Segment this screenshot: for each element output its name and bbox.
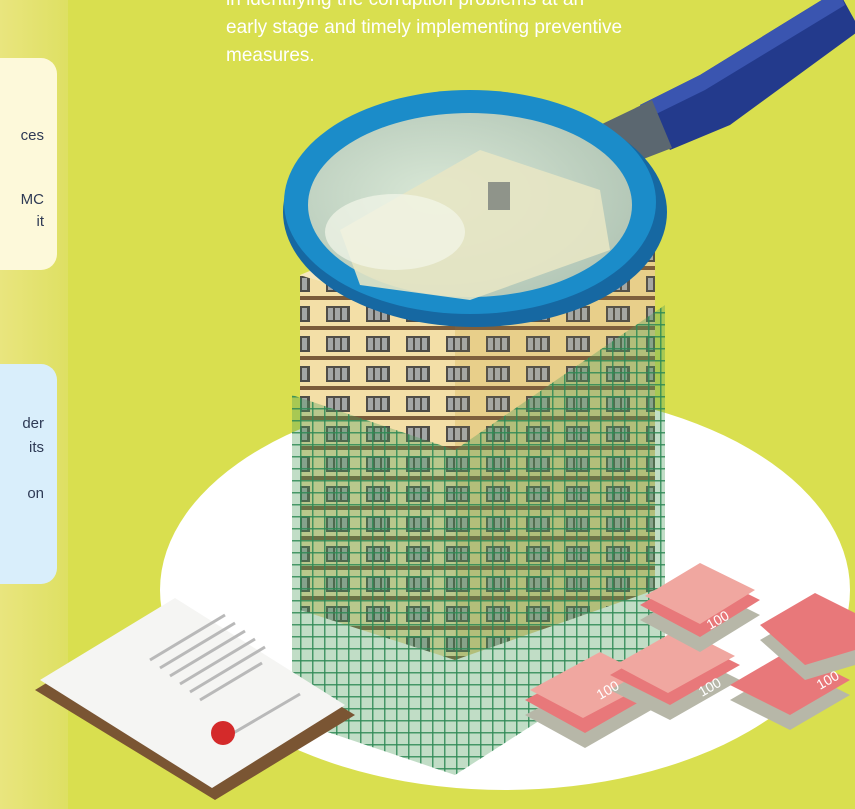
- card-text-fragment: its: [29, 439, 44, 456]
- info-card-blue: der its on: [0, 364, 57, 584]
- card-text-fragment: it: [36, 213, 45, 230]
- card-text-fragment: der: [22, 415, 44, 432]
- card-text-fragment: ces: [20, 127, 44, 144]
- green-net: [292, 305, 665, 775]
- magnifying-glass: [283, 0, 855, 327]
- card-text-fragment: MC: [20, 191, 44, 208]
- intro-paragraph: in identifying the corruption problems a…: [226, 0, 646, 70]
- banknote-stacks: 100 100 100 100: [525, 563, 855, 748]
- seal-icon: [211, 721, 235, 745]
- intro-line: measures.: [226, 45, 315, 66]
- intro-line: in identifying the corruption problems a…: [226, 0, 646, 14]
- document-with-seal: [35, 598, 355, 800]
- card-text-fragment: on: [27, 485, 44, 502]
- info-card-yellow: ces MC it: [0, 58, 57, 270]
- intro-line: early stage and timely implementing prev…: [226, 17, 623, 38]
